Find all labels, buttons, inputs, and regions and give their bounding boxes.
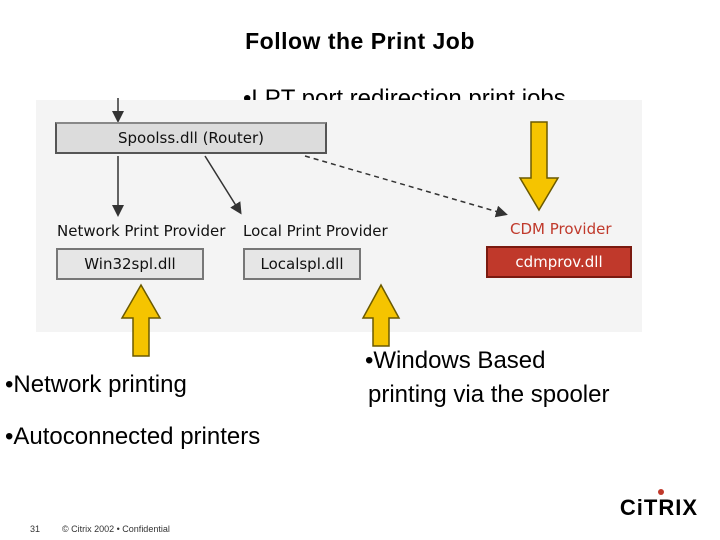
router-label: Spoolss.dll (Router) [117, 129, 264, 147]
callout-arrow-cdm [518, 121, 560, 212]
citrix-logo: CiTRIX [619, 489, 698, 521]
local-provider-label: Local Print Provider [243, 222, 388, 240]
router-box: Spoolss.dll (Router) [55, 122, 327, 154]
cdm-provider-label: CDM Provider [510, 220, 612, 238]
bullet-autoconnected-printers: •Autoconnected printers [5, 423, 261, 450]
network-provider-dll: Win32spl.dll [84, 255, 176, 273]
cdm-provider-dll: cdmprov.dll [515, 253, 603, 271]
bullet-windows-based-line1: •Windows Based [365, 347, 546, 374]
callout-arrow-network [120, 283, 162, 357]
local-provider-dll-box: Localspl.dll [243, 248, 361, 280]
router-to-local-arrow [204, 155, 242, 215]
network-provider-dll-box: Win32spl.dll [56, 248, 204, 280]
logo-dot [657, 489, 664, 495]
callout-arrow-local [361, 283, 401, 347]
cdm-provider-dll-box: cdmprov.dll [486, 246, 632, 278]
bullet-network-printing: •Network printing [5, 371, 187, 398]
router-to-cdm-arrow [304, 155, 508, 218]
page-number: 31 [30, 524, 41, 534]
network-provider-label: Network Print Provider [57, 222, 226, 240]
local-provider-dll: Localspl.dll [260, 255, 344, 273]
footer-copyright: © Citrix 2002 • Confidential [62, 524, 170, 534]
bullet-windows-based-line2: printing via the spooler [368, 381, 610, 408]
citrix-logo-text: CiTRIX [619, 495, 698, 520]
slide-title: Follow the Print Job [245, 28, 475, 54]
